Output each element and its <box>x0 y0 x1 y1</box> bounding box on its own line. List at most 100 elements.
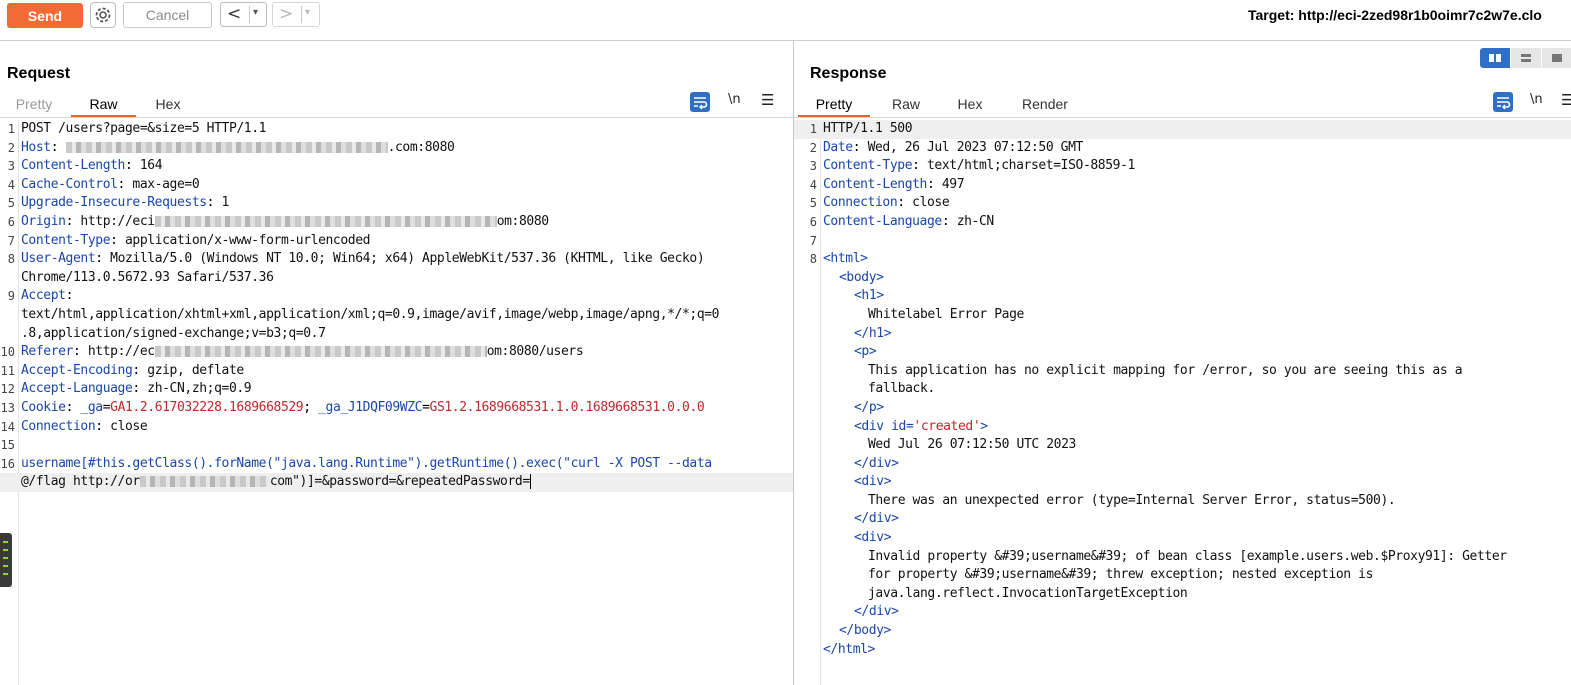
code-line: <body> <box>794 269 1571 288</box>
line-number: 6 <box>809 214 817 229</box>
tab-divider <box>0 117 793 118</box>
code-text: _ga <box>80 399 103 415</box>
line-number: 2 <box>7 140 15 155</box>
line-number: 8 <box>7 252 15 267</box>
code-text: Content-Length <box>823 176 927 192</box>
code-text: Cache-Control: max-age=0 <box>21 176 200 192</box>
code-text: Accept-Encoding: gzip, deflate <box>21 362 244 378</box>
code-text: </p> <box>854 399 884 415</box>
request-line: POST /users?page=&size=5 HTTP/1.1 <box>21 121 267 136</box>
line-number: 14 <box>0 419 15 434</box>
cancel-button[interactable]: Cancel <box>123 2 212 28</box>
code-text: Accept-Language <box>21 381 133 397</box>
code-line: 4 Cache-Control: max-age=0 <box>0 176 793 195</box>
code-text: </html> <box>823 641 875 657</box>
code-line: There was an unexpected error (type=Inte… <box>794 492 1571 511</box>
tab-hex[interactable]: Hex <box>957 96 983 112</box>
forward-arrow-icon[interactable]: > <box>279 4 294 24</box>
tab-render[interactable]: Render <box>1022 96 1068 112</box>
code-text: Content-Type <box>823 158 913 174</box>
forward-dropdown-icon[interactable]: ▾ <box>305 7 311 18</box>
settings-gear-icon[interactable] <box>90 2 116 28</box>
tab-pretty[interactable]: Pretty <box>798 93 870 117</box>
tab-pretty[interactable]: Pretty <box>15 96 53 112</box>
line-gutter <box>18 120 19 685</box>
back-arrow-icon[interactable]: < <box>227 4 242 24</box>
line-number: 4 <box>7 177 15 192</box>
newline-toggle-icon[interactable]: \n <box>1530 92 1543 107</box>
layout-split-vertical-icon[interactable] <box>1511 48 1541 68</box>
code-text: om:8080 <box>496 213 549 229</box>
code-text: close <box>110 418 148 434</box>
side-status-widget[interactable] <box>0 533 12 587</box>
code-line: text/html,application/xhtml+xml,applicat… <box>0 306 793 325</box>
code-text: <p> <box>854 344 877 360</box>
line-number: 3 <box>809 159 817 174</box>
code-text: Host: .com:8080 <box>21 139 455 155</box>
word-wrap-icon[interactable] <box>1493 92 1513 112</box>
code-text: Content-Type: text/html;charset=ISO-8859… <box>823 158 1135 174</box>
layout-split-horizontal-icon[interactable] <box>1480 48 1510 68</box>
code-line: </h1> <box>794 325 1571 344</box>
code-text: Cookie <box>21 399 66 415</box>
code-text: username[#this.getClass().forName("java.… <box>21 455 712 471</box>
line-number: 7 <box>7 233 15 248</box>
code-text: max-age=0 <box>132 176 200 192</box>
code-text: </div> <box>854 604 899 620</box>
tab-divider <box>794 117 1571 118</box>
line-number: 2 <box>809 140 817 155</box>
code-text: Cache-Control <box>21 176 118 192</box>
text-cursor: ​ <box>529 474 531 490</box>
layout-tabs-icon[interactable] <box>1542 48 1571 68</box>
code-line: </div> <box>794 603 1571 622</box>
tab-raw[interactable]: Raw <box>71 93 136 117</box>
tab-hex[interactable]: Hex <box>155 96 181 112</box>
back-nav-group[interactable]: < ▾ <box>220 2 267 27</box>
redacted-blur <box>65 141 388 153</box>
code-text: Content-Length: 164 <box>21 158 163 174</box>
line-number: 6 <box>7 214 15 229</box>
code-text: com")]=&password=&repeatedPassword= <box>269 474 530 490</box>
code-text: Content-Type: application/x-www-form-url… <box>21 232 371 248</box>
menu-icon[interactable]: ☰ <box>1561 91 1571 109</box>
response-title: Response <box>810 65 887 82</box>
code-line: 16 username[#this.getClass().forName("jav… <box>0 455 793 474</box>
line-number: 5 <box>7 196 15 211</box>
word-wrap-icon[interactable] <box>690 92 710 112</box>
code-text: http://ec <box>87 344 155 360</box>
code-text: </body> <box>839 623 891 639</box>
code-text: Origin <box>21 213 66 229</box>
send-button[interactable]: Send <box>7 3 83 28</box>
newline-toggle-icon[interactable]: \n <box>728 92 741 107</box>
back-dropdown-icon[interactable]: ▾ <box>253 7 259 18</box>
code-line: 8<html> <box>794 250 1571 269</box>
code-text: Invalid property &#39;username&#39; of b… <box>868 548 1507 564</box>
line-number: 16 <box>0 456 15 471</box>
menu-icon[interactable]: ☰ <box>761 91 775 109</box>
code-line: 15 <box>0 436 793 455</box>
code-text: Cookie: _ga=GA1.2.617032228.1689668529; … <box>21 399 705 415</box>
code-text: Accept: <box>21 288 73 304</box>
target-url[interactable]: Target: http://eci-2zed98r1b0oimr7c2w7e.… <box>1248 7 1542 23</box>
code-line: <div> <box>794 473 1571 492</box>
code-text: <body> <box>839 269 884 285</box>
tab-raw[interactable]: Raw <box>891 96 920 112</box>
forward-nav-group[interactable]: > ▾ <box>272 2 320 27</box>
line-number: 12 <box>0 382 15 397</box>
code-text: This application has no explicit mapping… <box>868 362 1463 378</box>
code-line: 8 User-Agent: Mozilla/5.0 (Windows NT 10.… <box>0 250 793 269</box>
code-text: User-Agent: Mozilla/5.0 (Windows NT 10.0… <box>21 251 705 267</box>
code-text: Content-Length: 497 <box>823 176 965 192</box>
